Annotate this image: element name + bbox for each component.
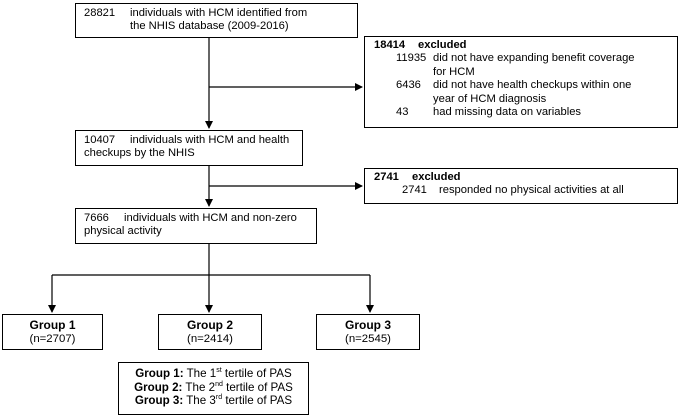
legend-label: Group 2: [134,380,183,394]
group-3-box: Group 3 (n=2545) [316,314,420,350]
legend-text: tertile of PAS [221,367,292,380]
excluded-1-count: 18414 [374,39,406,51]
legend-text: tertile of PAS [222,380,293,394]
legend-text: tertile of PAS [222,394,293,408]
initial-count: 28821 [84,7,116,19]
legend-text: The 3 [186,394,216,408]
excluded-1-label: excluded [418,39,467,51]
legend-label: Group 3: [134,394,184,408]
box-excluded-1: 18414 excluded 11935 did not have expand… [364,36,678,128]
box-initial-cohort: 28821 individuals with HCM identified fr… [75,3,358,38]
legend-line-3: Group 3: The 3rd tertile of PAS [119,394,308,408]
legend-text: The 2 [185,380,216,394]
exclusion-item-text: did not have expanding benefit coverage [433,52,635,65]
exclusion-item-count: 6436 [396,79,421,92]
legend-ordinal: nd [215,380,223,388]
activity-text-line-1: individuals with HCM and non-zero [124,212,297,224]
group-1-title: Group 1 [29,318,76,332]
exclusion-item-text: did not have health checkups within one [433,79,632,92]
activity-text-line-2: physical activity [84,225,162,238]
exclusion-item-count: 2741 [402,184,427,197]
excluded-2-count: 2741 [374,171,399,183]
legend-label: Group 1: [135,367,184,380]
exclusion-item-text: responded no physical activities at all [439,184,624,197]
group-2-box: Group 2 (n=2414) [158,314,262,350]
group-2-title: Group 2 [186,318,233,332]
group-1-count: (n=2707) [29,333,76,345]
exclusion-item-text-cont: year of HCM diagnosis [433,92,547,105]
legend-line-1: Group 1: The 1st tertile of PAS [119,367,308,381]
checkups-text-line-2: checkups by the NHIS [84,147,195,160]
activity-count: 7666 [84,212,109,224]
legend-line-2: Group 2: The 2nd tertile of PAS [119,381,308,395]
group-legend: Group 1: The 1st tertile of PAS Group 2:… [118,362,309,415]
group-3-title: Group 3 [344,318,391,332]
box-health-checkups: 10407 individuals with HCM and health ch… [75,130,303,166]
box-excluded-2: 2741 excluded 2741 responded no physical… [364,168,678,204]
exclusion-item-count: 43 [396,106,409,119]
group-1-box: Group 1 (n=2707) [2,314,103,350]
legend-ordinal: rd [215,394,223,402]
exclusion-item-count: 11935 [396,52,427,65]
legend-text: The 1 [186,367,217,380]
legend-ordinal: st [216,367,222,375]
checkups-text-line-1: individuals with HCM and health [130,134,290,146]
group-3-count: (n=2545) [345,333,391,345]
checkups-count: 10407 [84,134,116,146]
excluded-2-label: excluded [412,171,461,183]
initial-text-line-1: individuals with HCM identified from [130,7,308,19]
exclusion-item-text: had missing data on variables [433,106,582,119]
box-nonzero-activity: 7666 individuals with HCM and non-zero p… [75,208,317,244]
group-2-count: (n=2414) [187,333,233,345]
initial-text-line-2: the NHIS database (2009-2016) [130,20,289,33]
exclusion-item-text-cont: for HCM [433,65,475,78]
